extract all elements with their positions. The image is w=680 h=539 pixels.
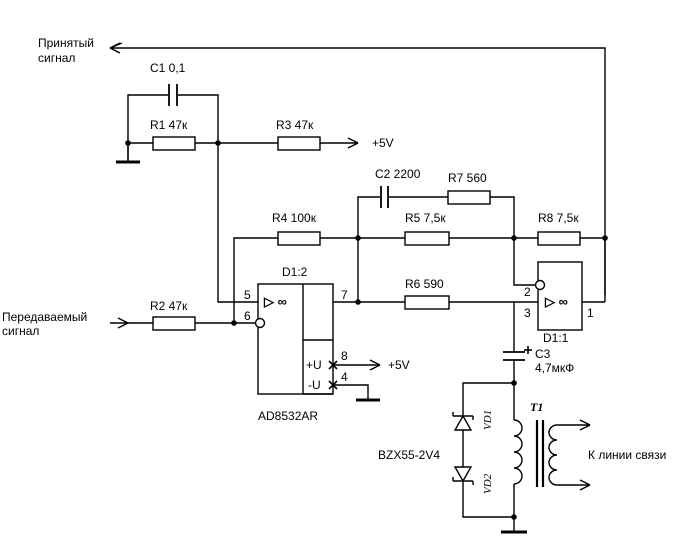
capacitor-c3 xyxy=(503,346,532,361)
label-vd1: VD1 xyxy=(482,410,494,430)
resistor-r6 xyxy=(404,295,450,310)
resistor-r1 xyxy=(152,136,196,151)
label-vd2: VD2 xyxy=(482,473,494,494)
wires xyxy=(109,42,606,534)
label-d1-2: D1:2 xyxy=(282,265,308,279)
label-minus-u: -U xyxy=(308,378,321,392)
opamp-d1-1-symbol: ▷ ∞ xyxy=(544,294,568,309)
resistor-r2 xyxy=(152,316,196,331)
label-d1-1: D1:1 xyxy=(543,331,569,345)
label-r4: R4 100к xyxy=(272,211,317,225)
capacitor-c1 xyxy=(168,84,178,106)
label-r6: R6 590 xyxy=(405,277,444,291)
label-c1: C1 0,1 xyxy=(150,61,186,75)
label-c2: C2 2200 xyxy=(375,167,421,181)
pin-7: 7 xyxy=(341,288,348,302)
label-zener-part: BZX55-2V4 xyxy=(378,448,440,462)
label-transmitted-1: Передаваемый xyxy=(2,310,87,324)
label-r2: R2 47к xyxy=(150,299,188,313)
label-received-1: Принятый xyxy=(38,36,94,50)
label-plus5v-r3: +5V xyxy=(372,136,394,150)
zener-vd1 xyxy=(452,405,474,431)
opamp-d1-2 xyxy=(254,283,338,395)
label-c3-value: 4,7мкФ xyxy=(535,361,574,375)
resistor-r4 xyxy=(277,231,321,246)
label-transmitted-2: сигнал xyxy=(2,324,39,338)
label-r1: R1 47к xyxy=(150,118,188,132)
label-opamp-part: AD8532AR xyxy=(258,409,318,423)
resistor-r3 xyxy=(277,136,321,151)
label-r8: R8 7,5к xyxy=(538,211,579,225)
label-received-2: сигнал xyxy=(38,51,75,65)
label-r7: R7 560 xyxy=(448,171,487,185)
label-r5: R5 7,5к xyxy=(405,211,446,225)
label-r3: R3 47к xyxy=(276,118,314,132)
label-c3-name: C3 xyxy=(535,347,551,361)
pin-1: 1 xyxy=(587,306,594,320)
pin-5: 5 xyxy=(244,288,251,302)
junction-dots xyxy=(125,140,608,520)
pin-3: 3 xyxy=(524,306,531,320)
resistor-r7 xyxy=(447,190,491,205)
pin-8: 8 xyxy=(341,349,348,363)
resistor-r5 xyxy=(404,231,450,246)
label-t1: T1 xyxy=(530,400,543,414)
pin-2: 2 xyxy=(524,285,531,299)
pin-6: 6 xyxy=(244,309,251,323)
pin-4: 4 xyxy=(341,370,348,384)
capacitor-c2 xyxy=(380,186,389,208)
zener-vd2 xyxy=(452,466,474,492)
opamp-d1-1 xyxy=(534,261,583,331)
label-plus5v-pwr: +5V xyxy=(388,358,410,372)
opamp-d1-2-symbol: ▷ ∞ xyxy=(263,294,287,309)
resistor-r8 xyxy=(537,231,581,246)
label-plus-u: +U xyxy=(306,358,322,372)
transformer-t1 xyxy=(513,419,558,487)
label-line-out: К линии связи xyxy=(588,448,666,462)
